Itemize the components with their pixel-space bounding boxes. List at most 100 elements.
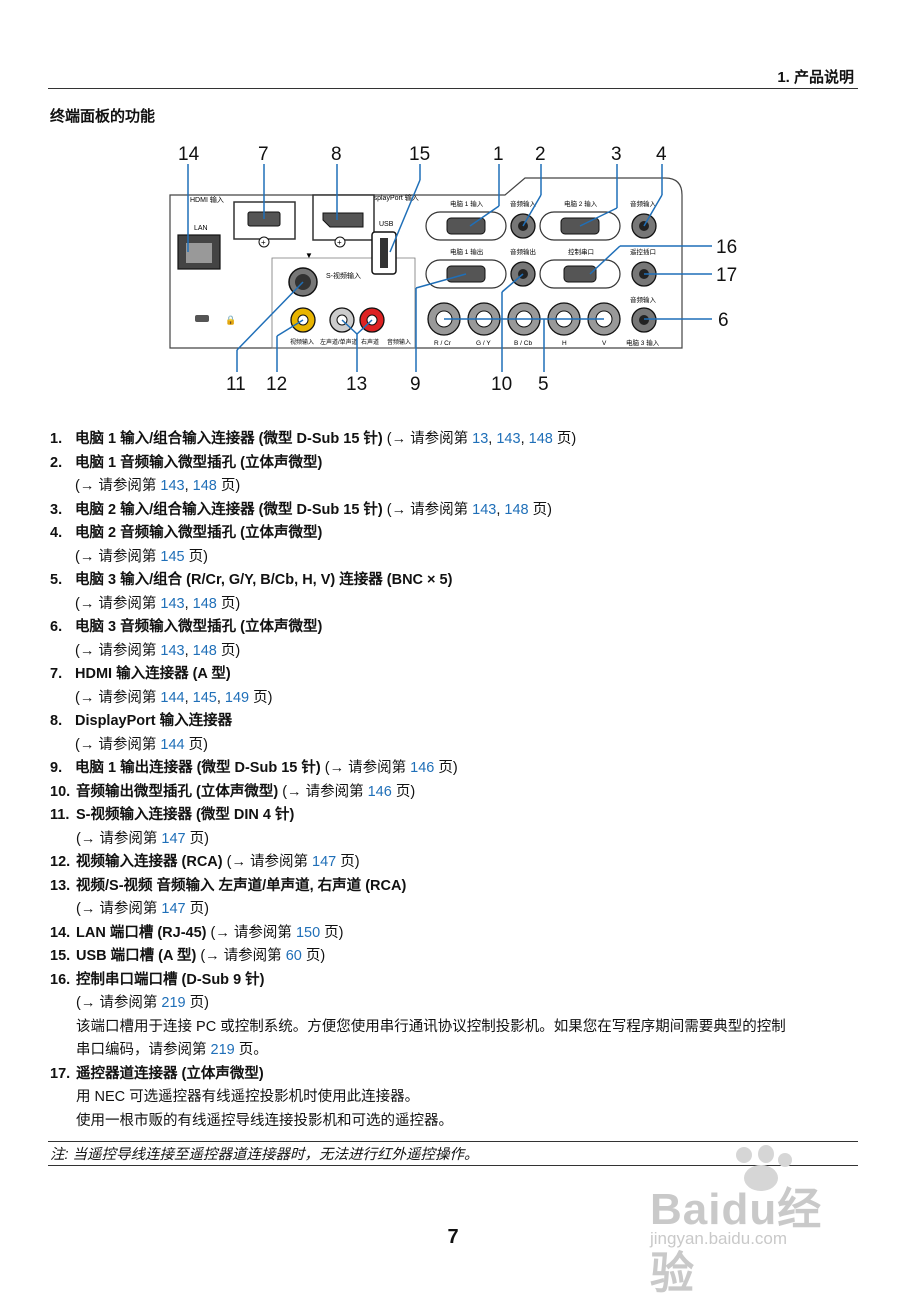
list-item: 16. 控制串口端口槽 (D-Sub 9 针) (→ 请参阅第 219 页) 该… xyxy=(50,969,860,1063)
list-item: 17. 遥控器道连接器 (立体声微型) 用 NEC 可选遥控器有线遥控投影机时使… xyxy=(50,1063,860,1134)
item-title: 电脑 3 输入/组合 (R/Cr, G/Y, B/Cb, H, V) 连接器 (… xyxy=(75,572,453,588)
callout-4: 4 xyxy=(656,144,667,165)
callout-1: 1 xyxy=(493,144,504,165)
comp1-out-label: 电脑 1 输出 xyxy=(450,247,483,256)
page-link[interactable]: 148 xyxy=(528,431,553,447)
comp3-in-label: 电脑 3 输入 xyxy=(626,338,660,347)
item-title: DisplayPort 输入连接器 xyxy=(75,713,233,729)
item-number: 5. xyxy=(50,572,63,588)
item-number: 14. xyxy=(50,924,71,941)
page-link[interactable]: 60 xyxy=(285,948,302,964)
callout-15: 15 xyxy=(409,144,430,165)
audio-in-1-label: 音频输入 xyxy=(510,199,537,208)
item-title: 电脑 3 音频输入微型插孔 (立体声微型) xyxy=(75,619,323,635)
callout-9: 9 xyxy=(410,374,421,395)
bcb-label: B / Cb xyxy=(514,340,532,347)
page-link[interactable]: 13 xyxy=(472,431,489,447)
item-title: 音频输出微型插孔 (立体声微型) xyxy=(76,783,279,800)
page-link[interactable]: 148 xyxy=(192,595,217,612)
page-link[interactable]: 219 xyxy=(161,995,186,1011)
page-link[interactable]: 143 xyxy=(160,642,185,659)
page-link[interactable]: 147 xyxy=(161,901,186,917)
page-link[interactable]: 146 xyxy=(367,783,392,800)
page-link[interactable]: 150 xyxy=(295,924,321,941)
item-title: HDMI 输入连接器 (A 型) xyxy=(75,666,231,682)
control-port xyxy=(563,265,597,283)
item-title: 视频/S-视频 音频输入 左声道/单声道, 右声道 (RCA) xyxy=(76,877,407,894)
list-item: 12. 视频输入连接器 (RCA) (→ 请参阅第 147 页) xyxy=(50,851,860,875)
item-title: 遥控器道连接器 (立体声微型) xyxy=(76,1065,264,1082)
list-item: 15. USB 端口槽 (A 型) (→ 请参阅第 60 页) xyxy=(50,945,860,969)
watermark: Baidu经验 jingyan.baidu.com xyxy=(640,1145,860,1298)
note-rule-bottom xyxy=(48,1165,858,1166)
right-label: 右声道 xyxy=(361,338,379,346)
list-item: 2. 电脑 1 音频输入微型插孔 (立体声微型) (→ 请参阅第 143, 14… xyxy=(50,452,860,499)
section-title: 终端面板的功能 xyxy=(50,108,156,125)
control-label: 控制串口 xyxy=(568,247,594,256)
audio-in-3-label: 音频输入 xyxy=(630,295,657,304)
item-title: 电脑 1 输入/组合输入连接器 (微型 D-Sub 15 针) xyxy=(75,431,383,447)
chapter-heading: 1. 产品说明 xyxy=(777,69,854,86)
list-item: 3. 电脑 2 输入/组合输入连接器 (微型 D-Sub 15 针) (→ 请参… xyxy=(50,499,860,523)
watermark-url: jingyan.baidu.com xyxy=(650,1229,788,1248)
note-text: 注: 当遥控导线连接至遥控器道连接器时，无法进行红外遥控操作。 xyxy=(50,1147,479,1163)
list-item: 10. 音频输出微型插孔 (立体声微型) (→ 请参阅第 146 页) xyxy=(50,781,860,805)
list-item: 4. 电脑 2 音频输入微型插孔 (立体声微型) (→ 请参阅第 145 页) xyxy=(50,522,860,569)
header-rule xyxy=(48,88,858,89)
page-link[interactable]: 219 xyxy=(210,1042,235,1058)
page-link[interactable]: 145 xyxy=(192,689,217,706)
lan-label: LAN xyxy=(194,225,208,232)
gy-label: G / Y xyxy=(476,340,491,347)
item-number: 15. xyxy=(50,948,71,964)
displayport-screw-icon xyxy=(334,236,346,248)
svideo-label: S-视频输入 xyxy=(326,271,361,280)
remote-label: 遥控插口 xyxy=(630,247,656,256)
page-link[interactable]: 143 xyxy=(160,478,185,494)
terminal-panel-diagram: HDMI 输入 + DisplayPort 输入 + USB LAN 🔒 ▼ S… xyxy=(169,144,737,395)
page-link[interactable]: 147 xyxy=(161,830,186,847)
displayport-label: DisplayPort 输入 xyxy=(367,193,419,202)
page-link[interactable]: 147 xyxy=(312,854,337,870)
item-title: 电脑 2 输入/组合输入连接器 (微型 D-Sub 15 针) xyxy=(75,501,383,518)
item-number: 9. xyxy=(50,760,63,776)
page-link[interactable]: 144 xyxy=(160,689,185,706)
video-in-label: 视频输入 xyxy=(290,338,314,346)
item-title: USB 端口槽 (A 型) xyxy=(76,948,197,964)
usb-label: USB xyxy=(379,221,394,228)
page-link[interactable]: 148 xyxy=(192,478,217,494)
item-number: 6. xyxy=(50,619,63,635)
audio-in-2-label: 音频输入 xyxy=(630,199,657,208)
callout-7: 7 xyxy=(258,144,269,165)
item-title: LAN 端口槽 (RJ-45) xyxy=(76,924,207,941)
item-number: 7. xyxy=(50,666,63,682)
page-link[interactable]: 148 xyxy=(504,501,529,518)
item-description: 该端口槽用于连接 PC 或控制系统。方便您使用串行通讯协议控制投影机。如果您在写… xyxy=(76,1018,786,1035)
page-link[interactable]: 145 xyxy=(160,548,185,565)
page-link[interactable]: 146 xyxy=(410,760,435,776)
callout-12: 12 xyxy=(266,374,287,395)
rcr-label: R / Cr xyxy=(434,340,452,347)
page-link[interactable]: 143 xyxy=(160,595,185,612)
item-title: 电脑 1 输出连接器 (微型 D-Sub 15 针) xyxy=(75,760,321,776)
item-title: 电脑 2 音频输入微型插孔 (立体声微型) xyxy=(75,525,323,541)
item-number: 11. xyxy=(50,807,70,823)
kensington-slot xyxy=(195,315,209,322)
page-link[interactable]: 149 xyxy=(224,689,250,706)
item-description: 使用一根市贩的有线遥控导线连接投影机和可选的遥控器。 xyxy=(76,1112,453,1129)
item-title: S-视频输入连接器 (微型 DIN 4 针) xyxy=(76,807,295,823)
rca-audio-in-label: 音频输入 xyxy=(387,338,411,346)
item-number: 10. xyxy=(50,783,71,800)
item-number: 17. xyxy=(50,1065,71,1082)
list-item: 5. 电脑 3 输入/组合 (R/Cr, G/Y, B/Cb, H, V) 连接… xyxy=(50,569,860,616)
svg-text:▼: ▼ xyxy=(305,251,313,260)
callout-11: 11 xyxy=(226,374,246,395)
list-item: 14. LAN 端口槽 (RJ-45) (→ 请参阅第 150 页) xyxy=(50,922,860,946)
page-link[interactable]: 143 xyxy=(496,431,521,447)
callout-8: 8 xyxy=(331,144,342,165)
page-link[interactable]: 148 xyxy=(192,642,217,659)
callout-leader-lines xyxy=(187,164,712,372)
page-link[interactable]: 143 xyxy=(472,501,497,518)
displayport-port xyxy=(322,212,364,228)
list-item: 1. 电脑 1 输入/组合输入连接器 (微型 D-Sub 15 针) (→ 请参… xyxy=(50,428,860,452)
page-link[interactable]: 144 xyxy=(160,736,185,753)
